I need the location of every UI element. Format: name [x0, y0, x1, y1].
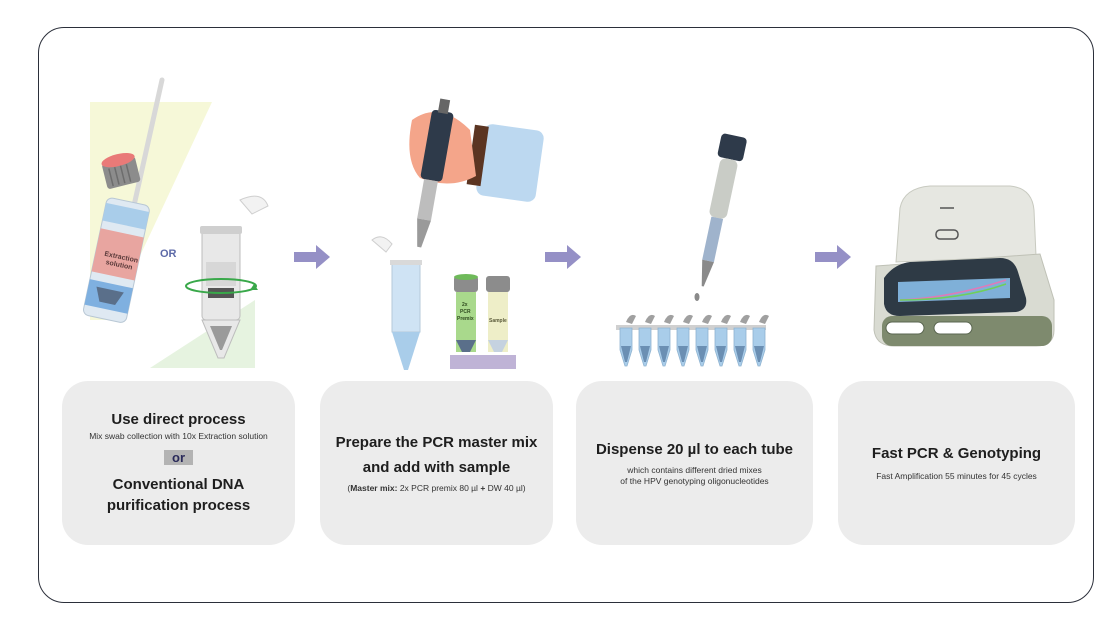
or-badge: or: [164, 449, 193, 465]
strip-tube: [714, 314, 731, 367]
step2-desc: (Master mix: 2x PCR premix 80 µl + DW 40…: [347, 483, 525, 494]
arrow-1: [294, 245, 330, 269]
pipette-3: [701, 133, 747, 287]
step4-desc: Fast Amplification 55 minutes for 45 cyc…: [876, 471, 1037, 481]
step3-title: Dispense 20 µl to each tube: [595, 440, 794, 458]
step3-desc-2: of the HPV genotyping oligonucleotides: [620, 475, 769, 486]
cycler-lid: [895, 185, 1037, 263]
strip-tube: [619, 314, 636, 367]
step2-title-2: and add with sample: [362, 458, 511, 476]
step2-desc-open: (: [347, 482, 351, 493]
tube-cap: [101, 152, 141, 189]
step2-title-1: Prepare the PCR master mix: [335, 433, 538, 451]
sample-tube: [486, 276, 510, 352]
tube-rack: [450, 355, 516, 369]
master-mix-tube: [371, 236, 422, 370]
strip-tube: [638, 314, 655, 367]
strip-tube: [752, 314, 769, 367]
swab-stick: [130, 77, 165, 213]
step1-desc: Mix swab collection with 10x Extraction …: [89, 430, 268, 441]
strip-tube: [657, 314, 674, 367]
strip-tubes: [616, 325, 766, 330]
strip-tube-group: [619, 314, 769, 367]
premix-tube: [454, 274, 478, 352]
step1-alt-title-1: Conventional DNA: [112, 475, 245, 493]
premix-label-2: PCR: [460, 309, 471, 315]
step3-illustration: [616, 133, 769, 367]
diagram-frame: [38, 27, 1094, 603]
or-label: OR: [160, 248, 177, 260]
step2-illustration: 2x PCR Premix Sample: [371, 98, 544, 370]
step2-desc-rest-b: DW 40 µl): [485, 482, 526, 493]
pipette-2: [417, 98, 454, 248]
step2-desc-rest-a: 2x PCR premix 80 µl: [397, 482, 481, 493]
step2-card: Prepare the PCR master mix and add with …: [320, 381, 553, 545]
droplet: [694, 293, 700, 301]
step2-desc-plus: +: [480, 482, 486, 493]
step1-illustration: Extraction solution OR: [83, 77, 269, 368]
premix-label-3: Premix: [457, 316, 474, 322]
extraction-tube: [83, 197, 150, 323]
step4-card: Fast PCR & Genotyping Fast Amplification…: [838, 381, 1075, 545]
strip-tube: [676, 314, 693, 367]
step1-title: Use direct process: [111, 410, 246, 428]
step2-desc-bold: Master mix:: [350, 482, 398, 493]
step1-alt-title-2: purification process: [106, 496, 251, 514]
step3-card: Dispense 20 µl to each tube which contai…: [576, 381, 813, 545]
step1-card: Use direct process Mix swab collection w…: [62, 381, 295, 545]
step4-illustration: [873, 185, 1055, 347]
strip-tube: [695, 314, 712, 367]
step3-desc-1: which contains different dried mixes: [627, 464, 762, 475]
arrow-2: [545, 245, 581, 269]
premix-label-1: 2x: [462, 302, 468, 308]
sample-label: Sample: [489, 318, 507, 324]
strip-tube: [733, 314, 750, 367]
lab-coat-sleeve: [476, 124, 544, 202]
spin-column-tube: [185, 195, 269, 359]
arrow-3: [815, 245, 851, 269]
step4-title: Fast PCR & Genotyping: [871, 445, 1042, 462]
